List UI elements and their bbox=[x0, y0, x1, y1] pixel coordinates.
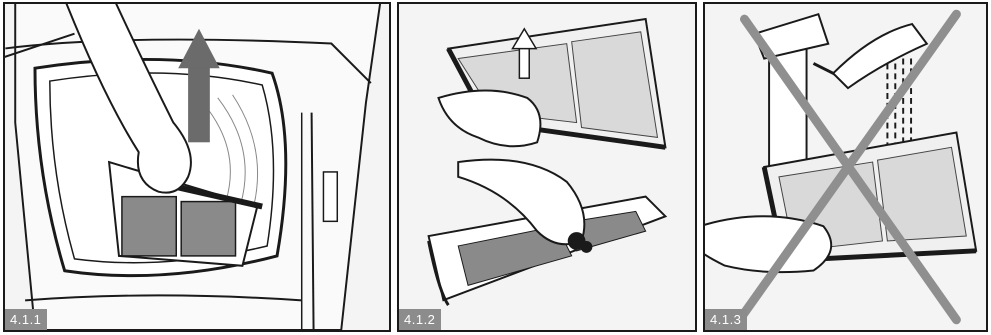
no-water-illustration bbox=[705, 4, 986, 330]
filter-open-illustration bbox=[399, 4, 695, 330]
hand-upper bbox=[438, 91, 540, 147]
step-label: 4.1.3 bbox=[705, 309, 747, 330]
illustration-panel-1: 4.1.1 bbox=[3, 2, 391, 332]
dryer-door-illustration bbox=[5, 4, 389, 330]
illustration-panel-2: 4.1.2 bbox=[397, 2, 697, 332]
step-label: 4.1.2 bbox=[399, 309, 441, 330]
illustration-panel-3: 4.1.3 bbox=[703, 2, 988, 332]
step-label: 4.1.1 bbox=[5, 309, 47, 330]
